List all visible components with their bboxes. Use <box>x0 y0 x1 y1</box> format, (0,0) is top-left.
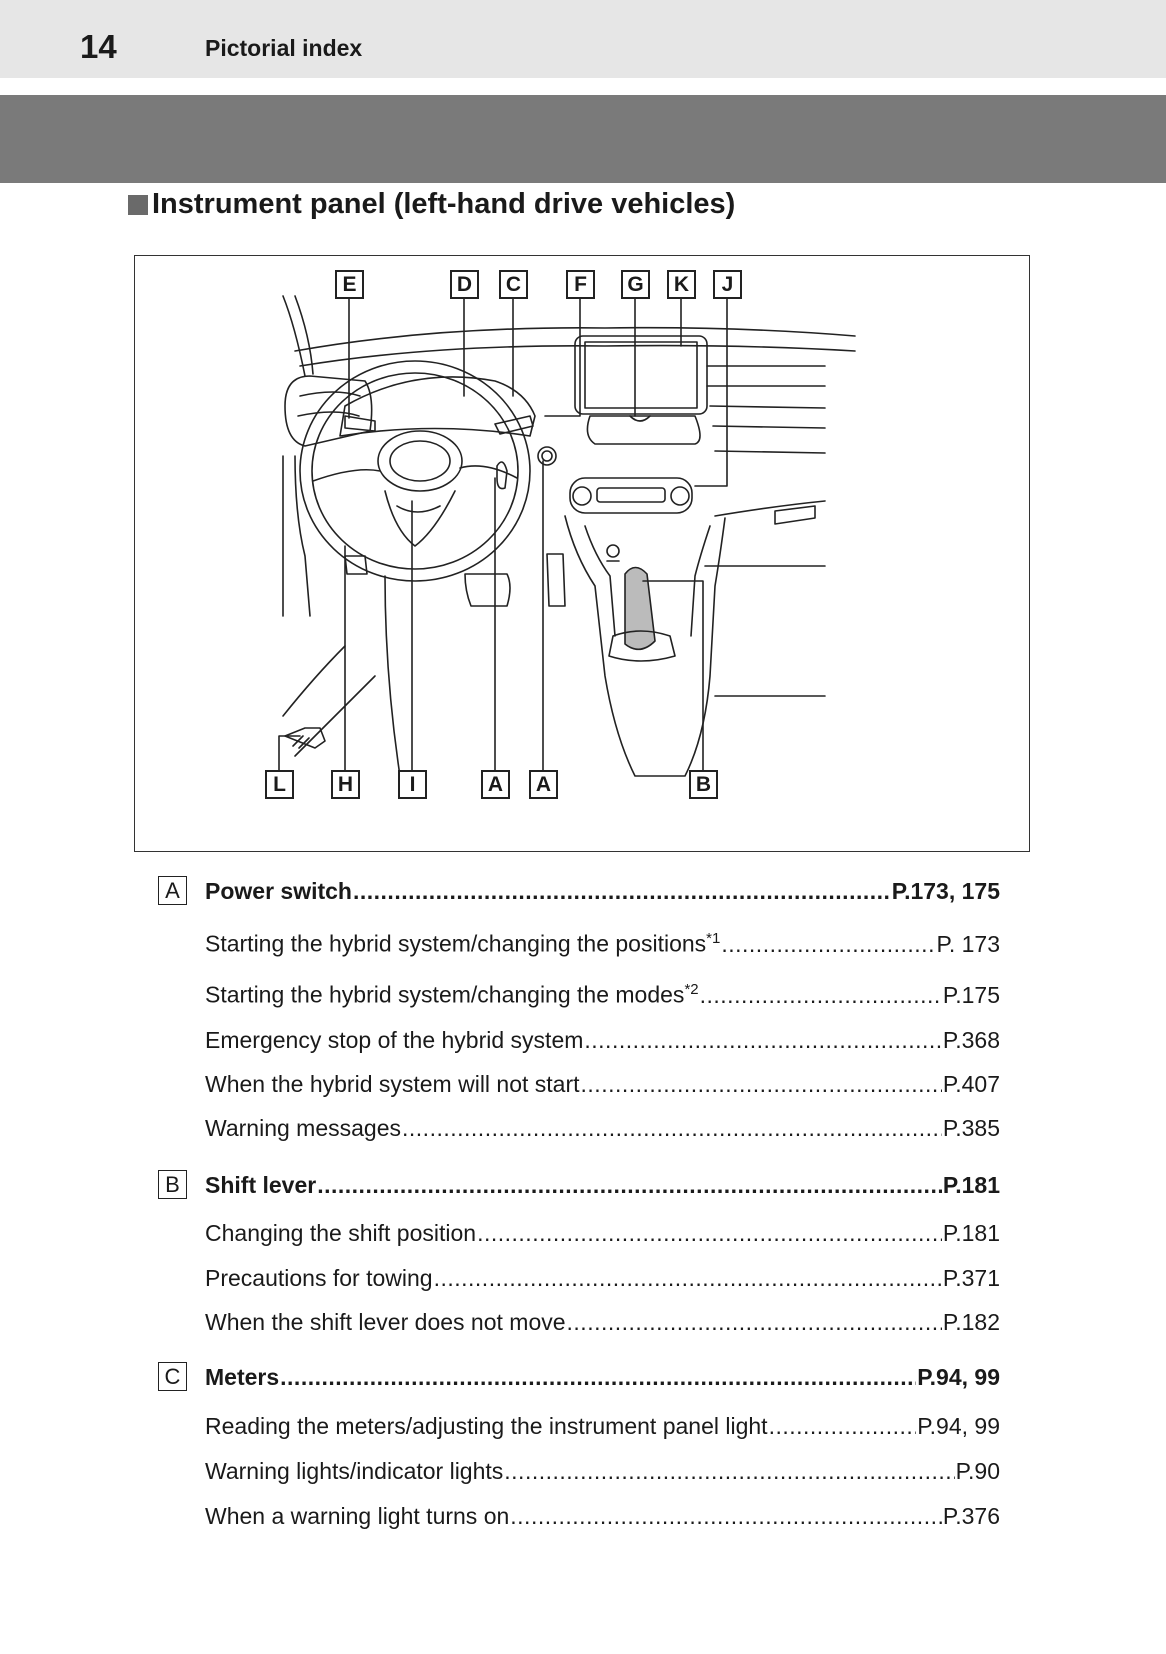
callout-b: B <box>689 770 718 799</box>
callout-i: I <box>398 770 427 799</box>
item-label: Starting the hybrid system/changing the … <box>205 981 685 1008</box>
index-item[interactable]: Starting the hybrid system/changing the … <box>205 930 1000 958</box>
callout-g: G <box>621 270 650 299</box>
callout-d: D <box>450 270 479 299</box>
item-page: P.90 <box>955 1458 1000 1484</box>
group-c-page: P.94, 99 <box>917 1364 1000 1390</box>
group-a-heading[interactable]: Power switch P.173, 175 <box>205 878 1000 905</box>
leader-dots <box>477 1220 942 1247</box>
index-group-c: C <box>0 1358 1166 1398</box>
group-b-label: Shift lever <box>205 1172 317 1198</box>
item-label: Precautions for towing <box>205 1265 433 1291</box>
item-page: P.182 <box>942 1309 1000 1335</box>
group-c-key: C <box>158 1362 187 1391</box>
leader-dots <box>581 1071 942 1098</box>
item-label: When the hybrid system will not start <box>205 1071 580 1097</box>
index-item[interactable]: When the shift lever does not move P.182 <box>205 1309 1000 1336</box>
section-name: Pictorial index <box>205 35 363 61</box>
callout-c: C <box>499 270 528 299</box>
item-label: Changing the shift position <box>205 1220 477 1246</box>
item-label: When a warning light turns on <box>205 1503 510 1529</box>
item-page: P.407 <box>942 1071 1000 1097</box>
page-title: Instrument panel (left-hand drive vehicl… <box>128 188 735 221</box>
index-item[interactable]: When the hybrid system will not start P.… <box>205 1071 1000 1098</box>
item-label: When the shift lever does not move <box>205 1309 566 1335</box>
item-page: P.94, 99 <box>917 1413 1000 1439</box>
leader-dots <box>769 1413 917 1440</box>
callout-f: F <box>566 270 595 299</box>
item-page: P.376 <box>942 1503 1000 1529</box>
item-label: Reading the meters/adjusting the instrum… <box>205 1413 768 1439</box>
callout-l: L <box>265 770 294 799</box>
leader-dots <box>510 1503 942 1530</box>
index-item[interactable]: Precautions for towing P.371 <box>205 1265 1000 1292</box>
callout-a-2: A <box>529 770 558 799</box>
index-group-a: A <box>0 872 1166 912</box>
leader-dots <box>317 1172 942 1199</box>
index-item[interactable]: Reading the meters/adjusting the instrum… <box>205 1413 1000 1440</box>
callout-k: K <box>667 270 696 299</box>
group-b-heading[interactable]: Shift lever P.181 <box>205 1172 1000 1199</box>
instrument-panel-figure: E D C F G K J L H I A A B <box>134 255 1030 852</box>
group-b-key: B <box>158 1170 187 1199</box>
footnote-mark: *2 <box>684 981 699 998</box>
leader-dots <box>504 1458 954 1485</box>
leader-dots <box>700 982 942 1009</box>
item-page: P. 173 <box>936 930 1000 957</box>
callout-h: H <box>331 770 360 799</box>
item-page: P.371 <box>942 1265 1000 1291</box>
item-label: Warning messages <box>205 1115 402 1141</box>
item-page: P.175 <box>942 981 1000 1008</box>
callout-j: J <box>713 270 742 299</box>
group-a-key: A <box>158 876 187 905</box>
callout-e: E <box>335 270 364 299</box>
leader-dots <box>721 931 935 958</box>
title-square-icon <box>128 194 148 215</box>
group-a-page: P.173, 175 <box>891 878 1000 904</box>
index-item[interactable]: When a warning light turns on P.376 <box>205 1503 1000 1530</box>
group-a-label: Power switch <box>205 878 352 904</box>
header-bar: 14 Pictorial index <box>0 0 1166 78</box>
index-item[interactable]: Starting the hybrid system/changing the … <box>205 981 1000 1009</box>
item-page: P.385 <box>942 1115 1000 1141</box>
index-item[interactable]: Warning lights/indicator lights P.90 <box>205 1458 1000 1485</box>
index-item[interactable]: Emergency stop of the hybrid system P.36… <box>205 1027 1000 1054</box>
item-page: P.181 <box>942 1220 1000 1246</box>
index-group-b: B <box>0 1166 1166 1206</box>
group-c-heading[interactable]: Meters P.94, 99 <box>205 1364 1000 1391</box>
callout-a-1: A <box>481 770 510 799</box>
leader-dots <box>434 1265 942 1292</box>
leader-dots <box>584 1027 941 1054</box>
leader-dots <box>280 1364 916 1391</box>
item-page: P.368 <box>942 1027 1000 1053</box>
instrument-panel-drawing <box>278 295 856 777</box>
leader-dots <box>567 1309 942 1336</box>
footnote-mark: *1 <box>706 930 721 947</box>
item-label: Starting the hybrid system/changing the … <box>205 930 707 957</box>
leader-dots <box>353 878 891 905</box>
group-b-page: P.181 <box>942 1172 1000 1198</box>
section-band <box>0 95 1166 183</box>
item-label: Warning lights/indicator lights <box>205 1458 504 1484</box>
index-item[interactable]: Warning messages P.385 <box>205 1115 1000 1142</box>
page-number: 14 <box>80 28 117 65</box>
item-label: Emergency stop of the hybrid system <box>205 1027 584 1053</box>
index-item[interactable]: Changing the shift position P.181 <box>205 1220 1000 1247</box>
group-c-label: Meters <box>205 1364 280 1390</box>
leader-dots <box>402 1115 942 1142</box>
page-title-text: Instrument panel (left-hand drive vehicl… <box>152 188 736 220</box>
